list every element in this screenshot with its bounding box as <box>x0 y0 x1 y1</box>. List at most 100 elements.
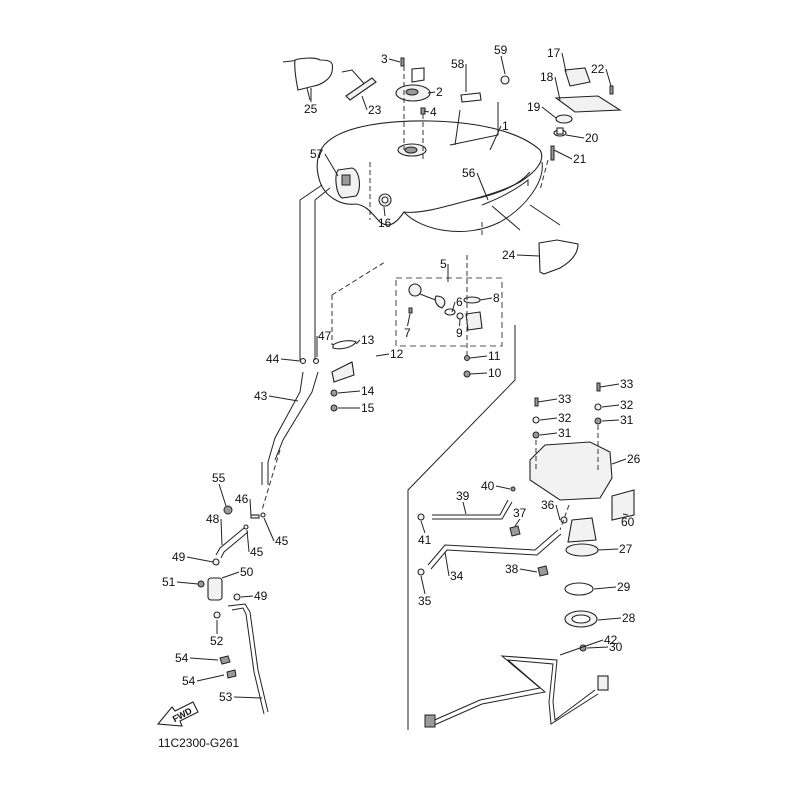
part-34-hose[interactable] <box>427 529 562 570</box>
callout-36[interactable]: 36 <box>541 498 555 512</box>
callout-22[interactable]: 22 <box>591 62 605 76</box>
part-58-label[interactable] <box>460 92 482 103</box>
callout-40[interactable]: 40 <box>481 479 495 493</box>
callout-9[interactable]: 9 <box>456 326 463 340</box>
part-40-clip[interactable] <box>510 486 516 492</box>
part-46-joint[interactable] <box>250 514 260 519</box>
callout-31b[interactable]: 31 <box>620 413 634 427</box>
part-29-gasket[interactable] <box>564 582 594 596</box>
callout-49a[interactable]: 49 <box>172 550 186 564</box>
part-33-bolt-b[interactable] <box>596 382 601 392</box>
callout-59[interactable]: 59 <box>494 43 508 57</box>
callout-58[interactable]: 58 <box>451 57 465 71</box>
callout-7[interactable]: 7 <box>404 326 411 340</box>
part-26-cover[interactable] <box>529 441 613 501</box>
part-14-washer[interactable] <box>330 389 338 397</box>
part-23-strip[interactable] <box>341 69 377 101</box>
part-32-washer-a[interactable] <box>532 416 540 424</box>
callout-1[interactable]: 1 <box>502 119 509 133</box>
part-17-damper[interactable] <box>564 67 591 87</box>
part-12-bracket[interactable] <box>331 361 355 383</box>
part-16-grommet[interactable] <box>378 193 392 207</box>
callout-55[interactable]: 55 <box>212 471 226 485</box>
part-7-screw[interactable] <box>408 307 413 314</box>
part-54-clamp-a[interactable] <box>219 655 231 665</box>
callout-53[interactable]: 53 <box>219 690 233 704</box>
callout-27[interactable]: 27 <box>619 542 633 556</box>
part-6-o-ring[interactable] <box>444 308 456 316</box>
callout-54a[interactable]: 54 <box>175 651 189 665</box>
callout-5[interactable]: 5 <box>440 257 447 271</box>
callout-34[interactable]: 34 <box>450 569 464 583</box>
callout-31a[interactable]: 31 <box>558 426 572 440</box>
part-53-hose[interactable] <box>227 603 269 715</box>
part-20-damper[interactable] <box>553 127 567 137</box>
part-35-clip[interactable] <box>417 568 425 576</box>
part-9-washer[interactable] <box>456 312 464 320</box>
part-36-clip[interactable] <box>560 516 568 524</box>
callout-57[interactable]: 57 <box>310 147 324 161</box>
part-11-washer[interactable] <box>464 355 470 361</box>
callout-51[interactable]: 51 <box>162 575 176 589</box>
callout-37[interactable]: 37 <box>513 506 527 520</box>
callout-20[interactable]: 20 <box>585 131 599 145</box>
callout-24[interactable]: 24 <box>502 248 516 262</box>
part-3-screw[interactable] <box>400 57 405 67</box>
part-42-fuel-line[interactable] <box>424 655 609 728</box>
part-47-clip[interactable] <box>312 357 320 365</box>
callout-25[interactable]: 25 <box>304 102 318 116</box>
part-22-bolt[interactable] <box>609 85 614 95</box>
part-41-clip[interactable] <box>417 513 425 521</box>
callout-12[interactable]: 12 <box>390 347 404 361</box>
part-48-hose[interactable] <box>215 527 249 559</box>
part-2-filler-cap[interactable] <box>395 67 431 102</box>
part-15-bolt[interactable] <box>330 404 338 412</box>
part-45-clip-b[interactable] <box>243 524 249 530</box>
callout-38[interactable]: 38 <box>505 562 519 576</box>
callout-21[interactable]: 21 <box>573 152 587 166</box>
part-59-grommet[interactable] <box>500 75 510 85</box>
part-25-pad[interactable] <box>282 57 334 101</box>
callout-47[interactable]: 47 <box>318 329 332 343</box>
callout-6[interactable]: 6 <box>456 295 463 309</box>
part-37-clamp[interactable] <box>509 525 521 537</box>
part-21-bolt[interactable] <box>550 145 555 161</box>
fuel-tank[interactable] <box>316 120 543 232</box>
callout-3[interactable]: 3 <box>381 52 388 66</box>
part-27-fuel-pump[interactable] <box>565 517 599 557</box>
part-55-clamp[interactable] <box>223 505 233 515</box>
callout-17[interactable]: 17 <box>547 46 561 60</box>
callout-44[interactable]: 44 <box>266 352 280 366</box>
part-51-clip[interactable] <box>197 580 205 588</box>
callout-46[interactable]: 46 <box>235 492 249 506</box>
callout-39[interactable]: 39 <box>456 489 470 503</box>
callout-33b[interactable]: 33 <box>620 377 634 391</box>
callout-16[interactable]: 16 <box>378 216 392 230</box>
part-38-clamp[interactable] <box>537 565 549 577</box>
part-44-clip[interactable] <box>299 357 307 365</box>
part-60-label[interactable] <box>611 489 635 521</box>
callout-48[interactable]: 48 <box>206 512 220 526</box>
callout-14[interactable]: 14 <box>361 384 375 398</box>
callout-49b[interactable]: 49 <box>254 589 268 603</box>
callout-43[interactable]: 43 <box>254 389 268 403</box>
part-45-clip-a[interactable] <box>260 512 266 518</box>
part-5-fuel-cock[interactable] <box>408 283 446 309</box>
callout-13[interactable]: 13 <box>361 333 375 347</box>
callout-56[interactable]: 56 <box>462 166 476 180</box>
callout-41[interactable]: 41 <box>418 533 432 547</box>
part-cock-body[interactable] <box>465 311 483 331</box>
part-8-gasket[interactable] <box>463 296 481 304</box>
part-49-clamp-a[interactable] <box>212 558 220 566</box>
callout-26[interactable]: 26 <box>627 452 641 466</box>
part-39-hose[interactable] <box>432 499 513 520</box>
callout-45a[interactable]: 45 <box>275 534 289 548</box>
callout-50[interactable]: 50 <box>240 565 254 579</box>
part-18-bracket[interactable] <box>554 95 622 113</box>
part-13-cover[interactable] <box>332 340 357 350</box>
callout-60[interactable]: 60 <box>621 515 635 529</box>
callout-19[interactable]: 19 <box>527 100 541 114</box>
part-32-washer-b[interactable] <box>594 403 602 411</box>
part-24-pad[interactable] <box>538 239 579 275</box>
callout-11[interactable]: 11 <box>488 349 501 363</box>
